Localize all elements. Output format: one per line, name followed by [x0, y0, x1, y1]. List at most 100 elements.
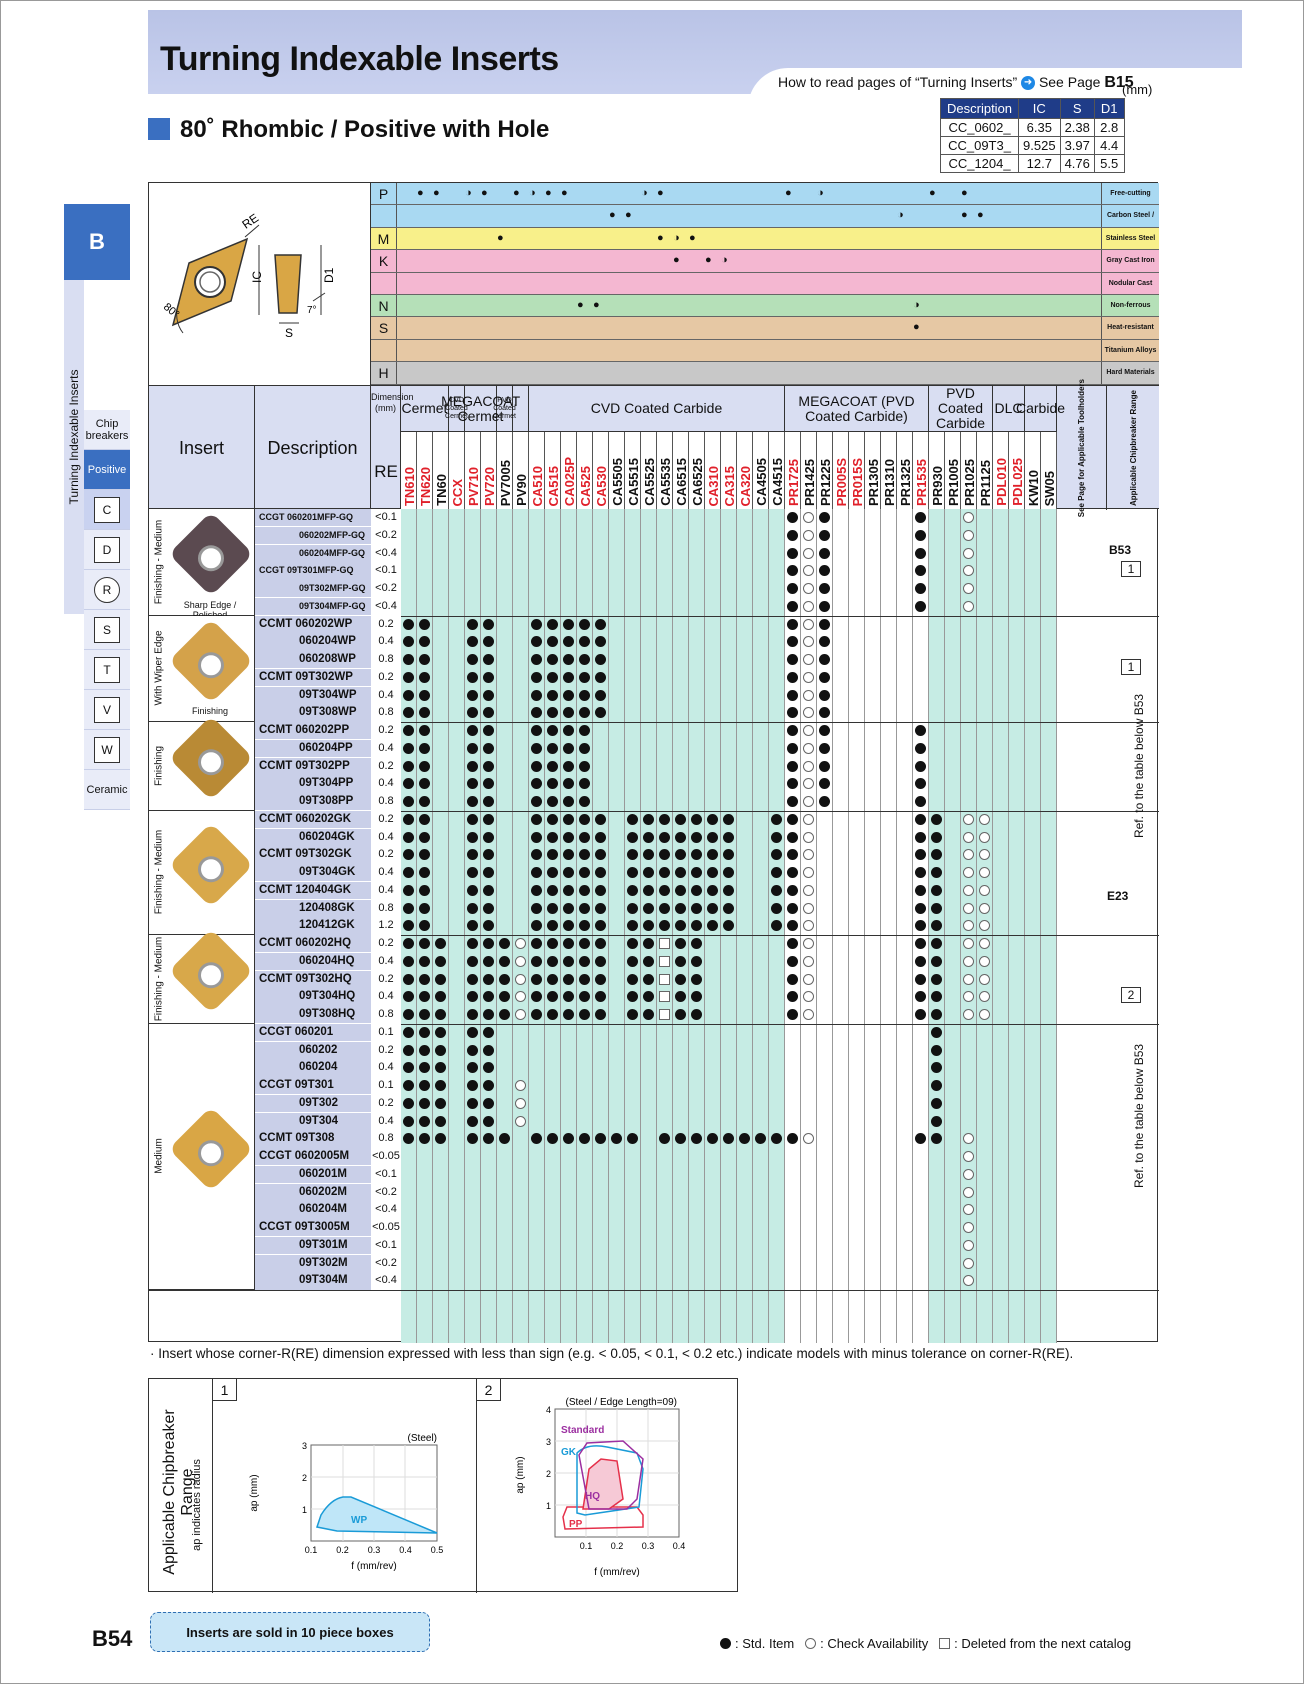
sidebar-item-chip-breakers[interactable]: Chip breakers — [84, 410, 130, 450]
std-item-dot — [483, 654, 494, 665]
table-row: CCGT 0602005M<0.05 — [255, 1148, 1159, 1166]
sidebar-letter[interactable]: B — [64, 204, 130, 280]
insert-code[interactable]: 060202 — [255, 1041, 371, 1059]
sidebar-item-w[interactable]: W — [84, 730, 130, 770]
check-availability-dot — [963, 991, 974, 1003]
insert-code[interactable]: 060204HQ — [255, 952, 371, 971]
std-item-dot — [643, 849, 654, 861]
insert-code[interactable]: 060201M — [255, 1165, 371, 1184]
corner-radius: 0.2 — [371, 970, 401, 988]
sidebar-item-c[interactable]: C — [84, 490, 130, 530]
axis-tick-label: 1 — [302, 1505, 307, 1515]
std-item-dot — [771, 920, 782, 932]
insert-code[interactable]: 09T301M — [255, 1236, 371, 1255]
sidebar-item-s[interactable]: S — [84, 610, 130, 650]
corner-radius: <0.2 — [371, 1183, 401, 1201]
insert-code[interactable]: 120408GK — [255, 899, 371, 917]
std-item-dot — [547, 867, 558, 878]
std-item-dot — [723, 902, 734, 914]
insert-code[interactable]: CCGT 060201 — [255, 1023, 371, 1042]
insert-code[interactable]: 09T308HQ — [255, 1006, 371, 1024]
insert-code[interactable]: 09T304GK — [255, 864, 371, 882]
grade-column-header: CA515 — [545, 432, 561, 510]
check-availability-dot — [515, 938, 526, 949]
std-item-dot — [707, 1133, 718, 1145]
grade-column-header: CA5525 — [641, 432, 657, 510]
check-availability-dot — [963, 565, 974, 577]
check-availability-dot — [963, 1168, 974, 1180]
insert-code[interactable]: 09T302MFP-GQ — [255, 580, 371, 598]
sidebar-item-v[interactable]: V — [84, 690, 130, 730]
grade-name: CA5535 — [658, 458, 673, 506]
howto-page-ref[interactable]: B15 — [1104, 74, 1134, 91]
chipbreaker-range: Applicable Chipbreaker Range ap indicate… — [148, 1378, 738, 1593]
insert-code[interactable]: CCGT 060201MFP-GQ — [255, 509, 371, 527]
deleted-square — [659, 1009, 670, 1020]
std-item-dot — [723, 920, 734, 932]
insert-code[interactable]: CCMT 09T308 — [255, 1130, 371, 1148]
right-col-ref2: Ref. to the table below B53 — [1132, 1043, 1146, 1189]
std-item-dot — [915, 902, 926, 914]
material-cells — [397, 273, 1159, 294]
insert-code[interactable]: CCGT 09T3005M — [255, 1219, 371, 1237]
insert-code[interactable]: 060208WP — [255, 651, 371, 669]
std-item-dot — [547, 813, 558, 825]
insert-code[interactable]: CCMT 09T302WP — [255, 668, 371, 687]
insert-code[interactable]: 09T304WP — [255, 686, 371, 704]
insert-code[interactable]: 060202M — [255, 1183, 371, 1201]
insert-code[interactable]: 09T304M — [255, 1272, 371, 1290]
sidebar-item-d[interactable]: D — [84, 530, 130, 570]
dims-cell: 9.525 — [1018, 136, 1061, 155]
sidebar-item-r[interactable]: R — [84, 570, 130, 610]
insert-code[interactable]: CCMT 09T302HQ — [255, 970, 371, 988]
insert-code[interactable]: 120412GK — [255, 917, 371, 935]
insert-code[interactable]: 09T304PP — [255, 775, 371, 793]
insert-code[interactable]: 09T302 — [255, 1094, 371, 1113]
std-item-dot — [595, 867, 606, 878]
sidebar-item-ceramic[interactable]: Ceramic — [84, 770, 130, 810]
insert-illustration: RE IC D1 S 80° 7° — [149, 183, 371, 385]
insert-code[interactable]: CCMT 060202PP — [255, 722, 371, 740]
std-item-dot — [403, 671, 414, 683]
std-item-dot — [787, 742, 798, 754]
std-item-dot — [595, 671, 606, 683]
insert-code[interactable]: 060202MFP-GQ — [255, 526, 371, 545]
insert-code[interactable]: CCMT 060202WP — [255, 615, 371, 633]
corner-radius: 0.8 — [371, 899, 401, 917]
insert-code[interactable]: CCMT 120404GK — [255, 881, 371, 900]
insert-code[interactable]: 09T308WP — [255, 704, 371, 722]
std-item-dot — [467, 689, 478, 701]
insert-code[interactable]: 060204GK — [255, 828, 371, 846]
insert-group-label-text: Finishing - Medium — [153, 519, 165, 604]
insert-code[interactable]: 060204MFP-GQ — [255, 544, 371, 562]
insert-code[interactable]: CCMT 09T302PP — [255, 757, 371, 775]
insert-code[interactable]: 060204WP — [255, 633, 371, 651]
insert-code[interactable]: 060204 — [255, 1059, 371, 1077]
std-item-dot — [547, 742, 558, 754]
grade-name: PR1535 — [914, 459, 929, 506]
check-availability-dot — [515, 1080, 526, 1091]
check-availability-dot — [803, 636, 814, 648]
insert-code[interactable]: 09T304 — [255, 1112, 371, 1130]
sidebar-item-positive[interactable]: Positive — [84, 450, 130, 490]
insert-code[interactable]: 09T308PP — [255, 793, 371, 811]
std-item-dot — [419, 938, 430, 949]
insert-code[interactable]: CCMT 060202HQ — [255, 935, 371, 953]
insert-code[interactable]: 09T302M — [255, 1254, 371, 1272]
insert-code[interactable]: 09T304HQ — [255, 988, 371, 1006]
insert-code[interactable]: CCGT 09T301MFP-GQ — [255, 562, 371, 580]
std-item-dot — [483, 1133, 494, 1145]
grade-column — [1041, 509, 1057, 1343]
std-item-dot — [483, 707, 494, 719]
std-item-dot — [931, 1115, 942, 1127]
insert-code[interactable]: 060204PP — [255, 739, 371, 758]
insert-code[interactable]: CCGT 09T301 — [255, 1077, 371, 1095]
insert-code[interactable]: 09T304MFP-GQ — [255, 597, 371, 616]
grade-name: CA5525 — [642, 458, 657, 506]
insert-code[interactable]: CCMT 060202GK — [255, 810, 371, 829]
sidebar-item-t[interactable]: T — [84, 650, 130, 690]
material-suitability-icon: ● — [625, 209, 632, 222]
insert-code[interactable]: CCGT 0602005M — [255, 1148, 371, 1166]
insert-code[interactable]: CCMT 09T302GK — [255, 846, 371, 864]
insert-code[interactable]: 060204M — [255, 1201, 371, 1219]
